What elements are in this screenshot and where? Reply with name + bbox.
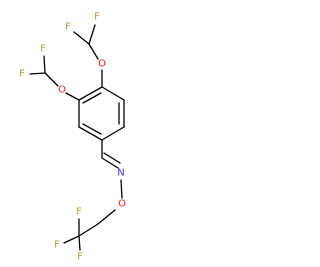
atom-f4: F: [40, 44, 46, 55]
atom-labels: F F O F F O N O F F F: [19, 12, 126, 263]
atom-f2: F: [94, 12, 100, 23]
bond-ring-1: [101, 86, 125, 101]
atom-f5: F: [76, 207, 82, 218]
bond-ring-4: [78, 126, 103, 141]
atom-o1: O: [98, 59, 106, 70]
bond-c-f1: [73, 31, 90, 45]
bond-ch2-cf3: [78, 223, 99, 237]
bond-o2-c: [44, 72, 59, 87]
structure-diagram: F F O F F O N O F F F: [19, 12, 126, 263]
bond-cf3-f7: [78, 235, 81, 251]
atom-o2: O: [58, 85, 66, 96]
bond-c-f3: [29, 72, 46, 75]
bond-ring-4-inner: [82, 123, 102, 135]
atom-n1: N: [117, 168, 124, 179]
bond-c3-o2: [65, 92, 80, 101]
bond-ch-n1: [101, 157, 119, 169]
bond-cf3-f6: [63, 235, 80, 244]
atom-f1: F: [65, 22, 71, 33]
bond-c-f2: [88, 24, 96, 45]
atom-f7: F: [77, 252, 83, 263]
bond-o3-ch2: [97, 209, 116, 225]
bond-ch-n1-double: [103, 152, 121, 164]
bond-ring-6: [78, 86, 103, 101]
atom-o3: O: [118, 199, 126, 210]
bond-o1-c: [88, 43, 99, 60]
atom-f6: F: [54, 240, 60, 251]
atom-f3: F: [19, 69, 25, 80]
bond-ring-6-inner: [82, 92, 102, 104]
bond-c-f4: [43, 55, 46, 74]
bond-ring-3: [101, 126, 125, 141]
bonds: [29, 24, 125, 251]
bond-n1-o3: [120, 179, 123, 199]
